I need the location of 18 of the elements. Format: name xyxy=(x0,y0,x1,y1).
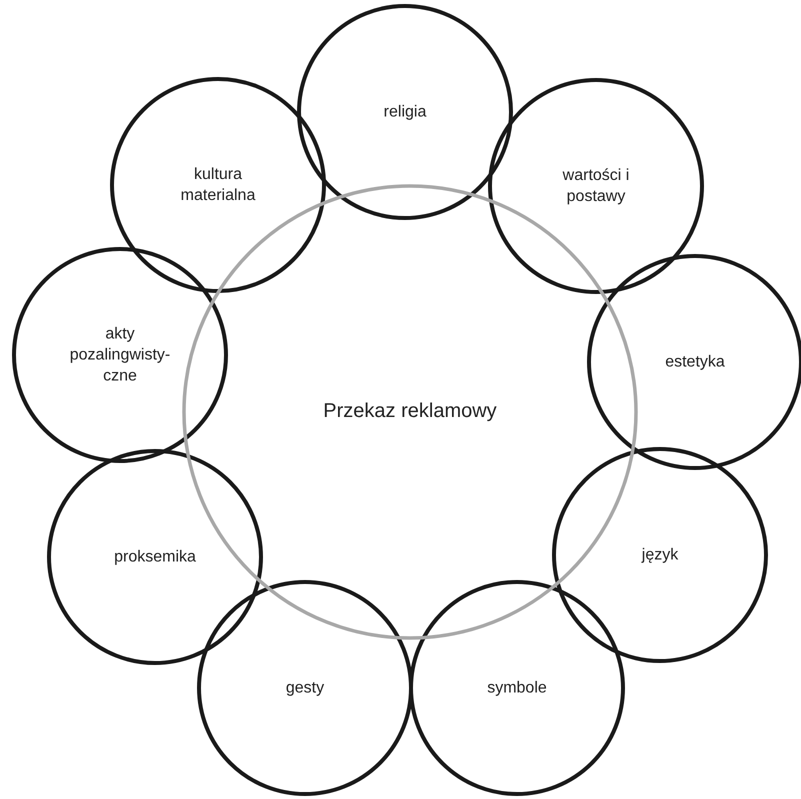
circle-label: akty pozalingwisty- czne xyxy=(68,324,172,386)
circle-node xyxy=(297,4,513,220)
circle-label: proksemika xyxy=(114,548,196,568)
circle-label: symbole xyxy=(487,678,547,698)
circle-label: estetyka xyxy=(665,352,725,372)
circle-node xyxy=(47,449,263,665)
circle-label: język xyxy=(642,546,678,566)
circle-node xyxy=(110,77,326,293)
circle-label: wartości i postawy xyxy=(562,166,630,207)
circle-label: gesty xyxy=(286,678,324,698)
circle-node xyxy=(409,580,625,796)
circle-label: religia xyxy=(384,102,426,122)
circle-node xyxy=(552,447,768,663)
circle-node xyxy=(12,247,228,463)
circle-node xyxy=(197,580,413,796)
circle-label: kultura materialna xyxy=(180,165,256,206)
center-label: Przekaz reklamowy xyxy=(323,401,497,422)
circle-node xyxy=(488,78,704,294)
